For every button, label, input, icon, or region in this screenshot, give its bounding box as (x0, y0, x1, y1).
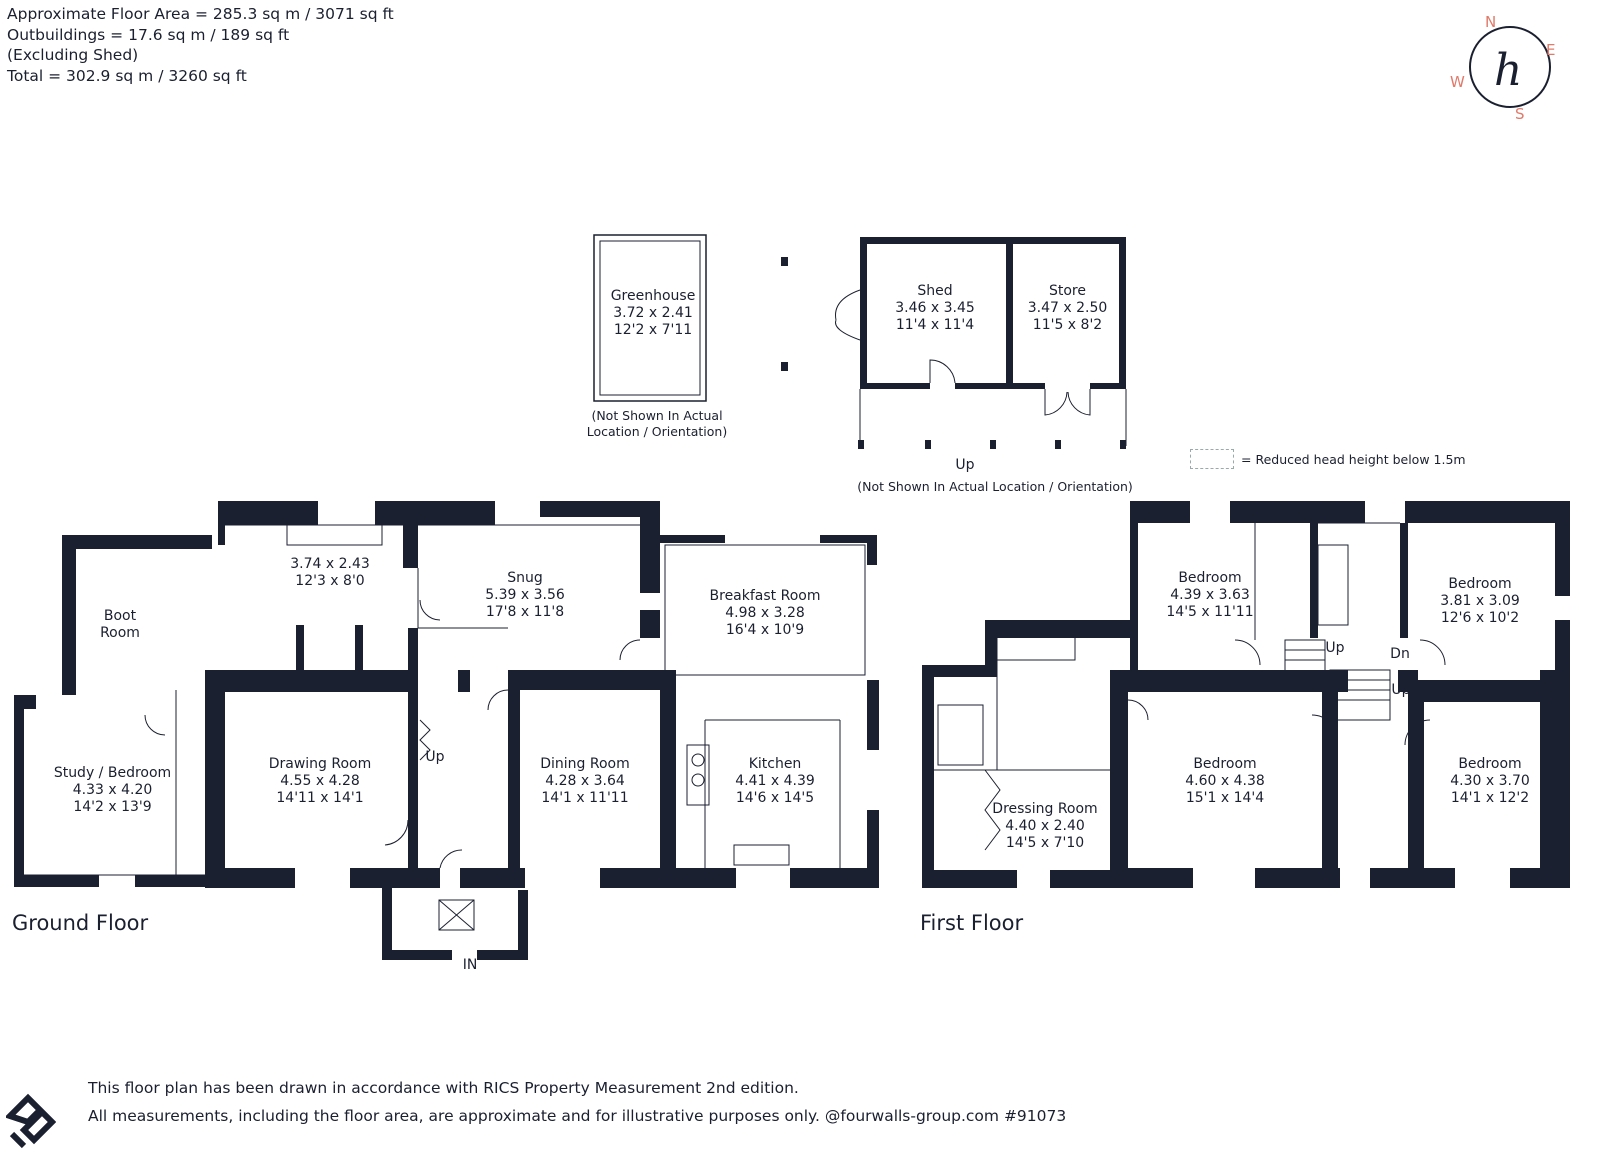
outbuildings-line: Outbuildings = 17.6 sq m / 189 sq ft (7, 25, 290, 44)
greenhouse-label: Greenhouse 3.72 x 2.41 12'2 x 7'11 (610, 288, 696, 338)
bedroom-label: Bedroom 4.60 x 4.38 15'1 x 14'4 (1185, 756, 1265, 806)
shed-store-walls (858, 237, 1126, 449)
shed-label: Shed 3.46 x 3.45 11'4 x 11'4 (895, 283, 975, 333)
shed-up-label: Up (955, 457, 975, 473)
floor-area-summary: Approximate Floor Area = 285.3 sq m / 30… (7, 4, 394, 86)
stairs-up-label: Up (1391, 682, 1411, 698)
compass-w: W (1450, 73, 1465, 91)
first-floor-title: First Floor (920, 911, 1024, 935)
room-label: 3.74 x 2.43 12'3 x 8'0 (290, 556, 370, 589)
bedroom-label: Bedroom 4.39 x 3.63 14'5 x 11'11 (1166, 570, 1254, 620)
shed-note: (Not Shown In Actual Location / Orientat… (857, 479, 1133, 494)
entrance-in-label: IN (462, 957, 478, 973)
stairs-down-label: Dn (1390, 646, 1410, 662)
excluding-shed-line: (Excluding Shed) (7, 46, 139, 64)
ground-floor-title: Ground Floor (12, 911, 149, 935)
reduced-head-height-swatch (1190, 449, 1234, 469)
compass-logo-icon: N E S W h (1450, 13, 1555, 120)
greenhouse-outline (593, 234, 707, 402)
first-floor-walls (922, 501, 1570, 888)
store-label: Store 3.47 x 2.50 11'5 x 8'2 (1027, 283, 1108, 333)
ground-floor-walls (14, 501, 879, 960)
footer-disclaimer: This floor plan has been drawn in accord… (88, 1074, 1066, 1130)
boot-room-label: Boot Room (100, 608, 140, 641)
stairs-up-label: Up (425, 749, 445, 765)
legend-text: = Reduced head height below 1.5m (1241, 451, 1466, 467)
measurements-disclaimer: All measurements, including the floor ar… (88, 1107, 1067, 1125)
compass-e: E (1546, 41, 1555, 59)
breakfast-room-label: Breakfast Room 4.98 x 3.28 16'4 x 10'9 (709, 588, 821, 638)
stairs-up-label: Up (1325, 640, 1345, 656)
dressing-room-label: Dressing Room 4.40 x 2.40 14'5 x 7'10 (992, 801, 1098, 851)
total-area-line: Total = 302.9 sq m / 3260 sq ft (7, 66, 247, 85)
snug-label: Snug 5.39 x 3.56 17'8 x 11'8 (485, 570, 565, 620)
rics-statement: This floor plan has been drawn in accord… (88, 1079, 799, 1097)
kitchen-label: Kitchen 4.41 x 4.39 14'6 x 14'5 (735, 756, 815, 806)
bedroom-label: Bedroom 4.30 x 3.70 14'1 x 12'2 (1450, 756, 1530, 806)
legend: = Reduced head height below 1.5m (1190, 449, 1466, 469)
floor-area-line: Approximate Floor Area = 285.3 sq m / 30… (7, 5, 394, 23)
compass-s: S (1515, 105, 1525, 120)
study-bedroom-label: Study / Bedroom 4.33 x 4.20 14'2 x 13'9 (53, 765, 172, 815)
fourwalls-logo-icon (6, 1093, 56, 1149)
greenhouse-note: (Not Shown In Actual Location / Orientat… (586, 408, 728, 439)
drawing-room-label: Drawing Room 4.55 x 4.28 14'11 x 14'1 (268, 756, 372, 806)
dining-room-label: Dining Room 4.28 x 3.64 14'1 x 11'11 (540, 756, 630, 806)
logo-letter: h (1494, 45, 1522, 96)
compass-n: N (1485, 13, 1496, 31)
bedroom-label: Bedroom 3.81 x 3.09 12'6 x 10'2 (1440, 576, 1520, 626)
